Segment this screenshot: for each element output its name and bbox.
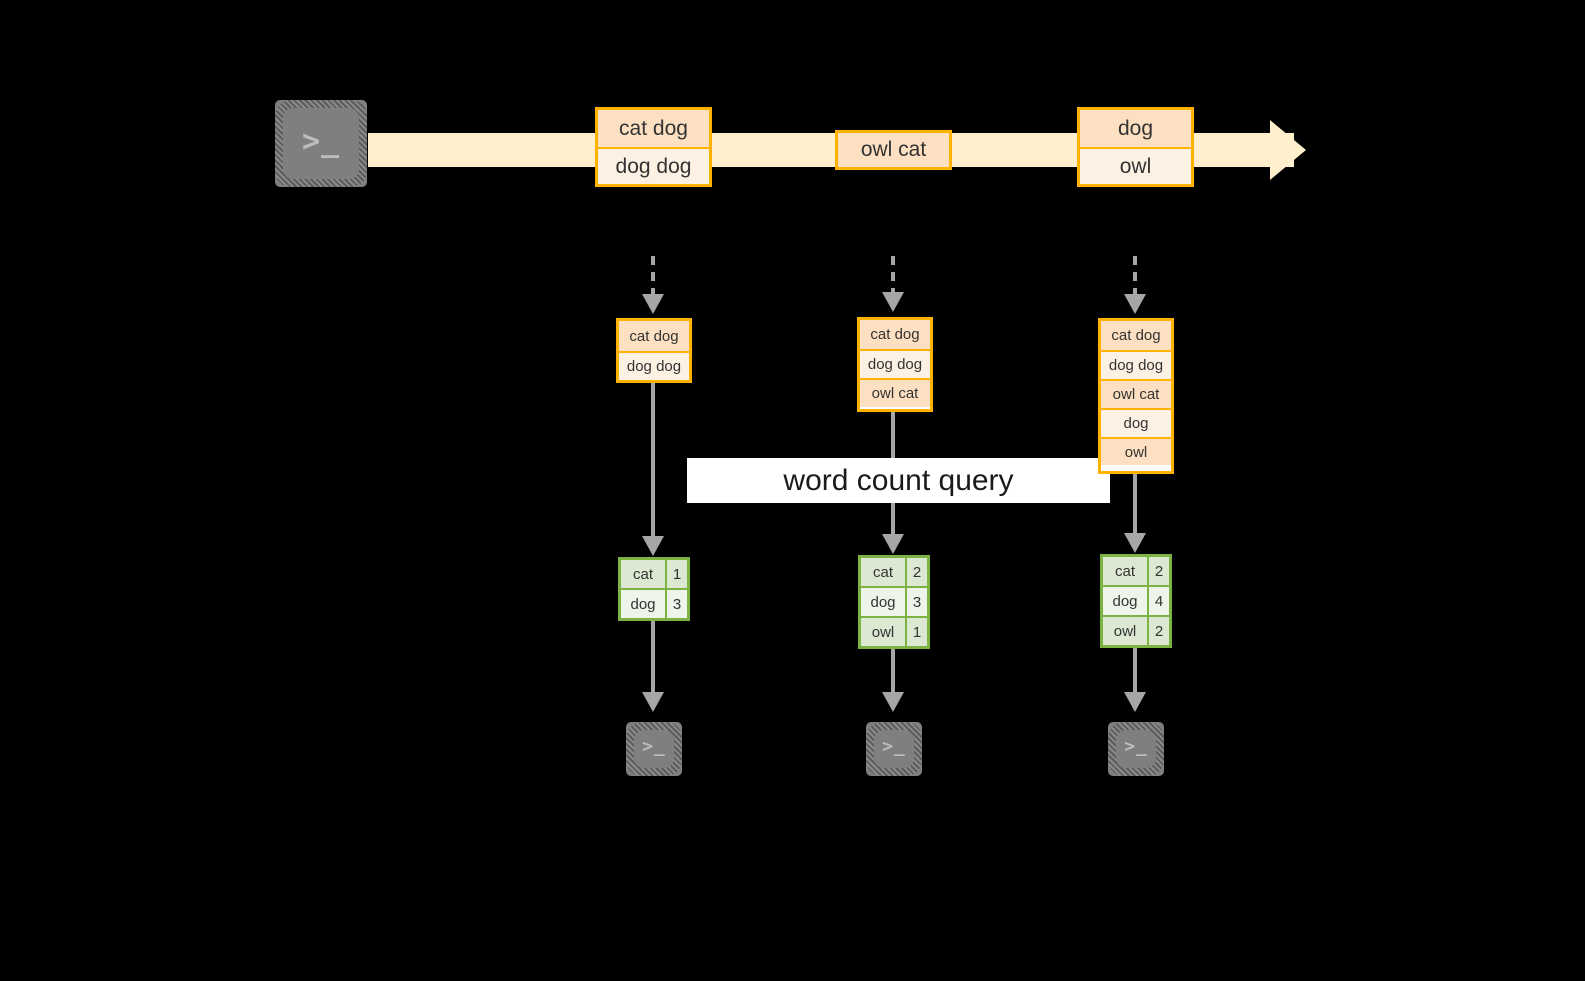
trigger-1-accumulated-table[interactable]: cat dog dog dog	[616, 318, 692, 383]
table-row: cat 1	[621, 560, 687, 588]
trigger-2-accumulated-line-1: dog dog	[860, 349, 930, 378]
trigger-1-accumulated-line-0: cat dog	[619, 321, 689, 351]
table-row: cat 2	[1103, 557, 1169, 585]
trigger-1-result-word-0: cat	[621, 560, 665, 588]
stream-batch-1-line-1: dog dog	[598, 147, 709, 184]
stream-batch-1-line-0: cat dog	[598, 110, 709, 147]
trigger-1-result-table[interactable]: cat 1 dog 3	[618, 557, 690, 621]
trigger-1-sink-line	[651, 621, 655, 694]
trigger-3-accumulated-table[interactable]: cat dog dog dog owl cat dog owl	[1098, 318, 1174, 474]
trigger-3-result-count-0: 2	[1147, 557, 1169, 585]
trigger-1-query-arrowhead	[642, 536, 664, 556]
trigger-2-result-count-2: 1	[905, 618, 927, 646]
trigger-3-result-word-0: cat	[1103, 557, 1147, 585]
trigger-2-sink-line	[891, 649, 895, 694]
trigger-3-accumulated-line-2: owl cat	[1101, 379, 1171, 408]
trigger-2-accumulated-line-0: cat dog	[860, 320, 930, 349]
table-row: owl 2	[1103, 615, 1169, 645]
trigger-1-query-line	[651, 383, 655, 538]
stream-batch-2[interactable]: owl cat	[835, 130, 952, 170]
stream-batch-3-line-0: dog	[1080, 110, 1191, 147]
trigger-2-result-word-0: cat	[861, 558, 905, 586]
terminal-prompt-icon: >_	[642, 736, 666, 757]
trigger-3-accumulated-line-3: dog	[1101, 408, 1171, 437]
trigger-3-accumulated-line-1: dog dog	[1101, 350, 1171, 379]
trigger-3-result-word-1: dog	[1103, 587, 1147, 615]
trigger-3-query-arrowhead	[1124, 533, 1146, 553]
trigger-2-accumulated-table[interactable]: cat dog dog dog owl cat	[857, 317, 933, 412]
terminal-prompt-icon: >_	[1124, 736, 1148, 757]
trigger-3-result-count-2: 2	[1147, 617, 1169, 645]
trigger-2-dashed-arrowhead	[882, 292, 904, 312]
sink-terminal-2[interactable]: >_	[857, 713, 931, 785]
terminal-screen: >_	[874, 730, 914, 768]
trigger-2-result-word-1: dog	[861, 588, 905, 616]
terminal-screen: >_	[1116, 730, 1156, 768]
sink-terminal-1[interactable]: >_	[617, 713, 691, 785]
query-banner: word count query	[687, 458, 1110, 503]
trigger-1-accumulated-line-1: dog dog	[619, 351, 689, 380]
terminal-screen: >_	[283, 108, 359, 179]
trigger-3-dashed-line	[1133, 256, 1137, 294]
trigger-3-result-table[interactable]: cat 2 dog 4 owl 2	[1100, 554, 1172, 648]
terminal-prompt-icon: >_	[301, 123, 341, 159]
trigger-2-result-table[interactable]: cat 2 dog 3 owl 1	[858, 555, 930, 649]
table-row: dog 4	[1103, 585, 1169, 615]
trigger-2-dashed-line	[891, 256, 895, 292]
trigger-2-result-count-0: 2	[905, 558, 927, 586]
trigger-3-accumulated-line-4: owl	[1101, 437, 1171, 465]
table-row: owl 1	[861, 616, 927, 646]
stream-batch-2-line-0: owl cat	[838, 133, 949, 167]
table-row: cat 2	[861, 558, 927, 586]
trigger-1-dashed-line	[651, 256, 655, 294]
trigger-1-result-count-1: 3	[665, 590, 687, 618]
trigger-1-sink-arrowhead	[642, 692, 664, 712]
trigger-3-sink-arrowhead	[1124, 692, 1146, 712]
table-row: dog 3	[621, 588, 687, 618]
stream-batch-3-line-1: owl	[1080, 147, 1191, 184]
trigger-2-sink-arrowhead	[882, 692, 904, 712]
trigger-2-accumulated-line-2: owl cat	[860, 378, 930, 407]
trigger-3-sink-line	[1133, 648, 1137, 694]
terminal-prompt-icon: >_	[882, 736, 906, 757]
trigger-2-query-arrowhead	[882, 534, 904, 554]
sink-terminal-3[interactable]: >_	[1099, 713, 1173, 785]
table-row: dog 3	[861, 586, 927, 616]
trigger-3-dashed-arrowhead	[1124, 294, 1146, 314]
trigger-1-result-word-1: dog	[621, 590, 665, 618]
event-stream-arrowhead	[1270, 120, 1306, 180]
stream-batch-3[interactable]: dog owl	[1077, 107, 1194, 187]
terminal-screen: >_	[634, 730, 674, 768]
trigger-3-result-count-1: 4	[1147, 587, 1169, 615]
trigger-3-accumulated-line-0: cat dog	[1101, 321, 1171, 350]
trigger-1-dashed-arrowhead	[642, 294, 664, 314]
trigger-1-result-count-0: 1	[665, 560, 687, 588]
stream-batch-1[interactable]: cat dog dog dog	[595, 107, 712, 187]
trigger-3-result-word-2: owl	[1103, 617, 1147, 645]
trigger-2-result-word-2: owl	[861, 618, 905, 646]
source-terminal[interactable]: >_	[266, 91, 376, 196]
trigger-3-query-line	[1133, 474, 1137, 536]
query-banner-label: word count query	[783, 463, 1014, 497]
trigger-2-result-count-1: 3	[905, 588, 927, 616]
